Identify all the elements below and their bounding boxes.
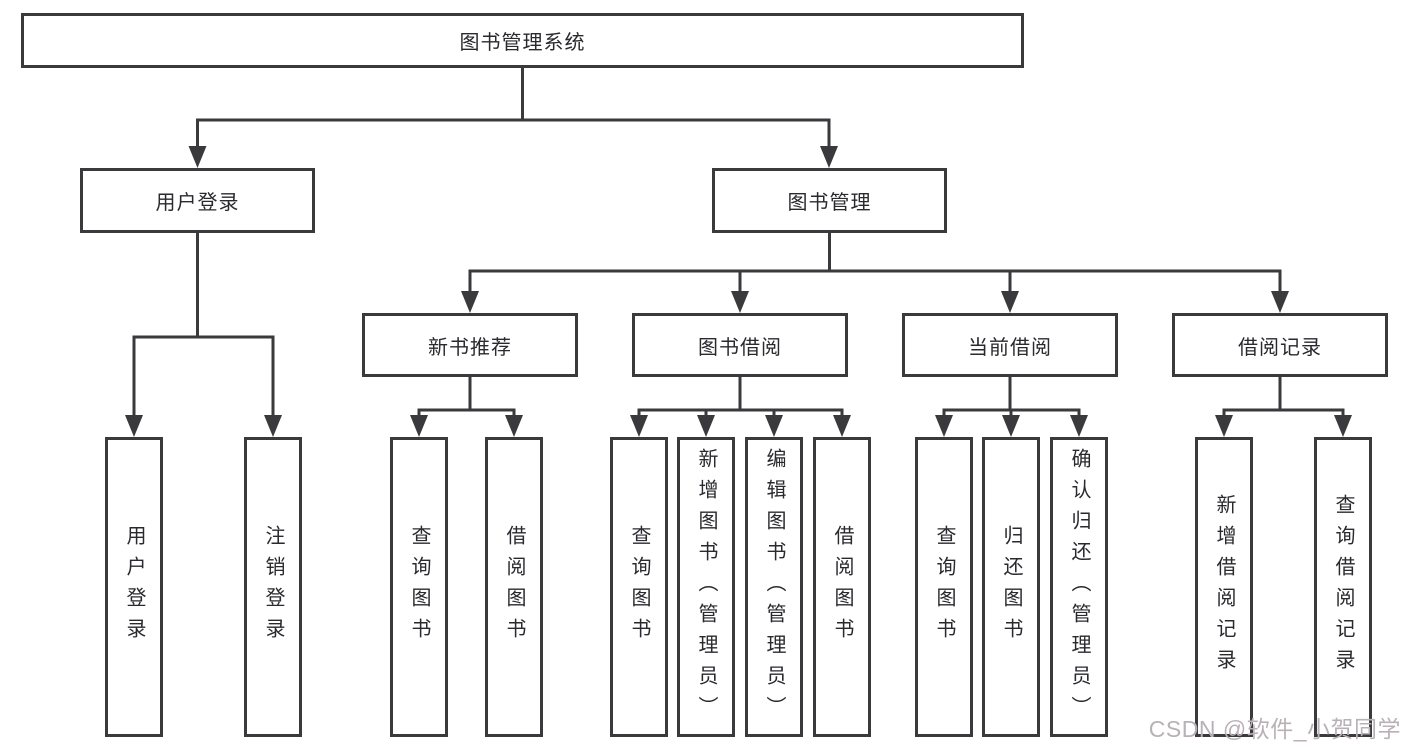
arrow-down-icon — [410, 415, 428, 437]
leaf-borrow-books: 借阅图书 — [813, 437, 871, 737]
node-label: 图书借阅 — [698, 336, 782, 359]
node-label: 新增借阅记录 — [1213, 494, 1235, 680]
arrow-down-icon — [125, 415, 143, 437]
node-label: 用户登录 — [155, 192, 240, 214]
arrow-down-icon — [1334, 415, 1352, 437]
arrow-down-icon — [820, 146, 838, 168]
leaf-query-books: 查询图书 — [610, 437, 668, 737]
arrow-down-icon — [1215, 415, 1233, 437]
arrow-down-icon — [935, 415, 953, 437]
node-label: 用户登录 — [123, 525, 145, 649]
leaf-logout: 注销登录 — [244, 437, 302, 737]
node-label: 查询借阅记录 — [1332, 494, 1354, 680]
leaf-query-borrow-record: 查询借阅记录 — [1314, 437, 1372, 737]
node-user-login: 用户登录 — [80, 168, 315, 233]
node-library-management-system: 图书管理系统 — [21, 13, 1024, 68]
node-label: 编辑图书（管理员） — [763, 447, 785, 727]
node-book-borrowing: 图书借阅 — [632, 313, 848, 377]
node-new-book-recommendation: 新书推荐 — [362, 313, 578, 377]
node-label: 图书管理 — [787, 192, 872, 214]
node-label: 新增图书（管理员） — [695, 447, 717, 727]
arrow-down-icon — [833, 415, 851, 437]
arrow-down-icon — [1271, 291, 1289, 313]
arrow-down-icon — [630, 415, 648, 437]
arrow-down-icon — [697, 415, 715, 437]
node-label: 确认归还（管理员） — [1068, 447, 1090, 727]
leaf-user-login: 用户登录 — [105, 437, 163, 737]
leaf-edit-books-admin: 编辑图书（管理员） — [745, 437, 803, 737]
node-label: 图书管理系统 — [459, 32, 586, 54]
leaf-confirm-return-admin: 确认归还（管理员） — [1050, 437, 1108, 737]
node-label: 查询图书 — [628, 525, 650, 649]
leaf-return-books: 归还图书 — [982, 437, 1040, 737]
node-label: 借阅图书 — [831, 525, 853, 649]
tree-edges — [132, 66, 1345, 419]
arrow-down-icon — [505, 415, 523, 437]
arrow-down-icon — [1002, 415, 1020, 437]
node-book-management: 图书管理 — [712, 168, 947, 233]
leaf-add-books-admin: 新增图书（管理员） — [677, 437, 735, 737]
node-label: 查询图书 — [933, 525, 955, 649]
arrow-down-icon — [461, 291, 479, 313]
arrow-down-icon — [765, 415, 783, 437]
arrowheads — [125, 146, 1352, 437]
node-label: 注销登录 — [262, 525, 284, 649]
arrow-down-icon — [1001, 291, 1019, 313]
node-current-borrowing: 当前借阅 — [902, 313, 1118, 377]
node-label: 借阅记录 — [1238, 336, 1322, 359]
leaf-add-borrow-record: 新增借阅记录 — [1195, 437, 1253, 737]
node-label: 归还图书 — [1000, 525, 1022, 649]
node-borrowing-records: 借阅记录 — [1172, 313, 1388, 377]
arrow-down-icon — [731, 291, 749, 313]
arrow-down-icon — [264, 415, 282, 437]
node-label: 查询图书 — [408, 525, 430, 649]
leaf-query-books: 查询图书 — [390, 437, 448, 737]
arrow-down-icon — [188, 146, 207, 168]
csdn-watermark: CSDN @软件_小贺同学 — [1148, 716, 1401, 742]
node-label: 当前借阅 — [968, 336, 1052, 359]
leaf-query-books: 查询图书 — [915, 437, 973, 737]
arrow-down-icon — [1070, 415, 1088, 437]
leaf-borrow-books: 借阅图书 — [485, 437, 543, 737]
node-label: 借阅图书 — [503, 525, 525, 649]
node-label: 新书推荐 — [428, 336, 512, 359]
